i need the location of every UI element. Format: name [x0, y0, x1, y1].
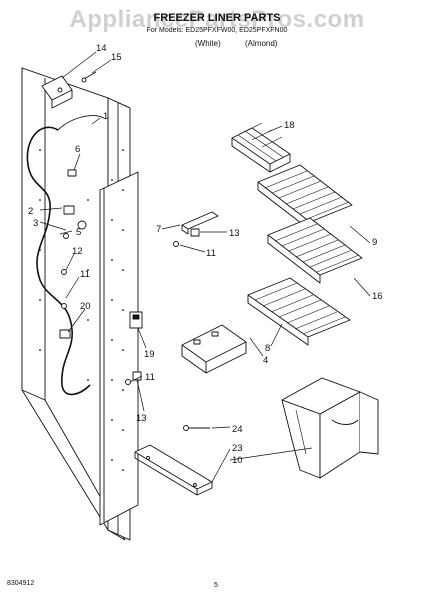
callout-12: 12 — [72, 246, 83, 257]
callout-23: 23 — [232, 443, 243, 454]
callout-19: 19 — [144, 349, 155, 360]
clip-13 — [190, 228, 200, 237]
callout-18: 18 — [284, 120, 295, 131]
color-label-almond: (Almond) — [245, 39, 278, 48]
page-number: 5 — [214, 582, 218, 589]
wire-shelf-8 — [247, 277, 351, 346]
callout-8: 8 — [265, 343, 270, 354]
callout-11-c: 11 — [145, 372, 155, 383]
light-socket-19 — [129, 311, 143, 329]
callout-15: 15 — [111, 52, 122, 63]
hinge-bracket-14 — [41, 75, 73, 109]
callout-13-b: 13 — [136, 413, 147, 424]
shelf-support-7 — [181, 211, 219, 235]
callout-1: 1 — [103, 111, 108, 122]
callout-20: 20 — [80, 301, 91, 312]
slide-rail-23 — [134, 444, 213, 496]
color-label-white: (White) — [195, 39, 221, 48]
callout-9: 9 — [372, 237, 377, 248]
screw-11 — [173, 241, 179, 247]
ice-cube-tray-18 — [231, 122, 291, 173]
page-title: FREEZER LINER PARTS — [153, 12, 281, 24]
callout-7: 7 — [156, 224, 161, 235]
wire-shelf-16 — [267, 217, 363, 284]
callout-16: 16 — [372, 291, 383, 302]
freezer-liner-1 — [21, 67, 139, 541]
callout-3: 3 — [33, 218, 38, 229]
callout-10: 10 — [232, 455, 243, 466]
watermark: AppliancePartsPros.com — [69, 6, 365, 33]
parts-for-models: For Models: ED25PFXFW00, ED25PFXFN00 — [146, 27, 288, 34]
callout-14: 14 — [96, 43, 107, 54]
callout-11-b: 11 — [80, 269, 90, 280]
screw-24 — [183, 425, 210, 431]
callout-6: 6 — [75, 144, 80, 155]
pan-bracket-4 — [181, 324, 247, 374]
leader-lines — [39, 51, 371, 483]
callout-5: 5 — [76, 227, 81, 238]
callout-4: 4 — [263, 355, 268, 366]
callout-numbers: 14 15 1 18 6 2 3 5 13 11 9 12 11 20 16 8… — [28, 43, 383, 466]
screw-11-lower — [125, 379, 131, 385]
freezer-basket-10 — [281, 377, 379, 479]
callout-13: 13 — [229, 228, 240, 239]
screw-15 — [81, 71, 97, 83]
document-number: 8304912 — [7, 580, 35, 587]
callout-24: 24 — [232, 424, 243, 435]
callout-2: 2 — [28, 206, 33, 217]
callout-11: 11 — [206, 248, 216, 259]
